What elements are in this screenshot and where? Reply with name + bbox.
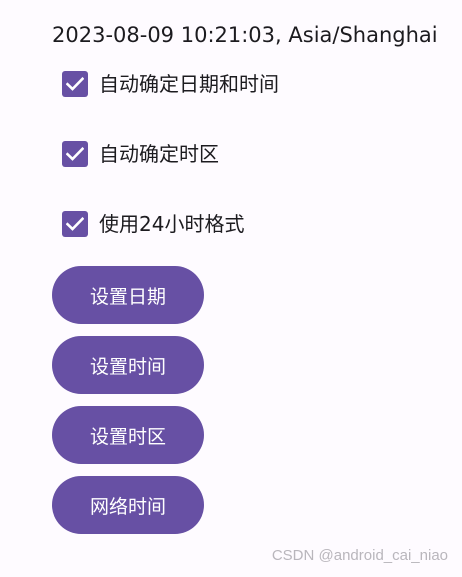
checkmark-icon [66, 147, 84, 161]
auto-date-time-checkbox[interactable] [62, 71, 88, 97]
set-time-button[interactable]: 设置时间 [52, 336, 204, 394]
use-24-hour-label: 使用24小时格式 [99, 212, 245, 236]
auto-timezone-checkbox[interactable] [62, 141, 88, 167]
auto-date-time-option[interactable]: 自动确定日期和时间 [62, 69, 279, 99]
checkmark-icon [66, 217, 84, 231]
checkmark-icon [66, 77, 84, 91]
current-datetime: 2023-08-09 10:21:03, Asia/Shanghai [52, 23, 438, 47]
auto-timezone-label: 自动确定时区 [99, 142, 219, 166]
set-timezone-button[interactable]: 设置时区 [52, 406, 204, 464]
use-24-hour-checkbox[interactable] [62, 211, 88, 237]
auto-timezone-option[interactable]: 自动确定时区 [62, 139, 219, 169]
use-24-hour-option[interactable]: 使用24小时格式 [62, 209, 244, 239]
set-date-button[interactable]: 设置日期 [52, 266, 204, 324]
network-time-button[interactable]: 网络时间 [52, 476, 204, 534]
watermark: CSDN @android_cai_niao [271, 547, 448, 564]
auto-date-time-label: 自动确定日期和时间 [99, 72, 279, 96]
